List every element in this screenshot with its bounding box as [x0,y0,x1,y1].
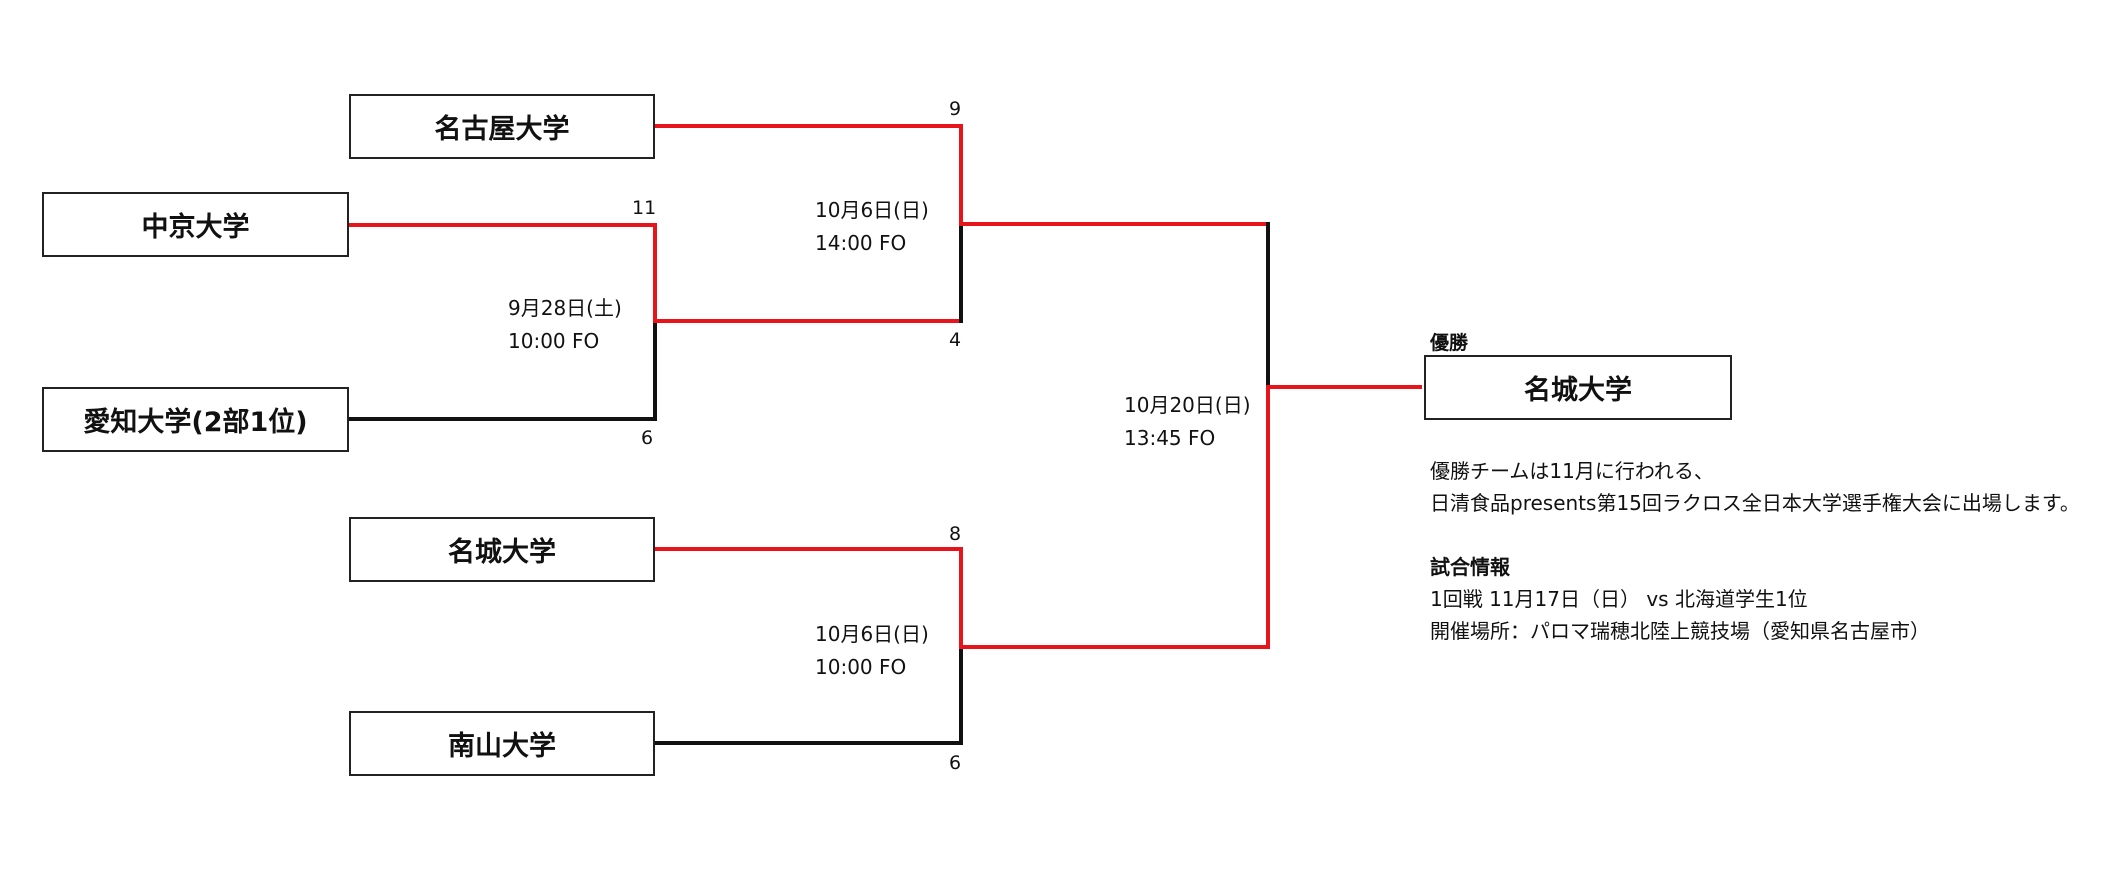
champion-label: 優勝 [1430,332,1469,354]
match-time-final: 13:45 FO [1124,426,1216,450]
score-sf1-nagoya: 9 [949,98,962,120]
score-sf2-meijo: 8 [949,523,962,545]
match-date-final: 10月20日(日) [1124,393,1251,417]
match-time-r1: 10:00 FO [508,329,600,353]
match-info-line-2: 開催場所：パロマ瑞穂北陸上競技場（愛知県名古屋市） [1430,619,1930,643]
match-time-sf2: 10:00 FO [815,655,907,679]
score-sf1-chukyo: 4 [949,329,962,351]
tournament-notes: 優勝チームは11月に行われる、 日清食品presents第15回ラクロス全日本大… [1430,455,2080,647]
match-info-line-1: 1回戦 11月17日（日） vs 北海道学生1位 [1430,587,1808,611]
notes-line-2: 日清食品presents第15回ラクロス全日本大学選手権大会に出場します。 [1430,491,2080,515]
match-info-sf2: 10月6日(日) 10:00 FO [815,618,929,684]
team-box-chukyo: 中京大学 [42,192,349,257]
match-date-sf1: 10月6日(日) [815,198,929,222]
match-info-final: 10月20日(日) 13:45 FO [1124,389,1251,455]
notes-line-1: 優勝チームは11月に行われる、 [1430,459,1714,483]
match-date-sf2: 10月6日(日) [815,622,929,646]
score-r1-aichi: 6 [641,427,654,449]
match-time-sf1: 14:00 FO [815,231,907,255]
match-date-r1: 9月28日(土) [508,296,622,320]
match-info-heading: 試合情報 [1430,555,1510,579]
score-r1-chukyo: 11 [632,197,657,219]
match-info-sf1: 10月6日(日) 14:00 FO [815,194,929,260]
team-box-aichi: 愛知大学(2部1位) [42,387,349,452]
team-box-champion: 名城大学 [1424,355,1732,420]
score-sf2-nanzan: 6 [949,752,962,774]
team-box-nagoya: 名古屋大学 [349,94,655,159]
match-info-r1: 9月28日(土) 10:00 FO [508,292,622,358]
team-box-meijo: 名城大学 [349,517,655,582]
team-box-nanzan: 南山大学 [349,711,655,776]
